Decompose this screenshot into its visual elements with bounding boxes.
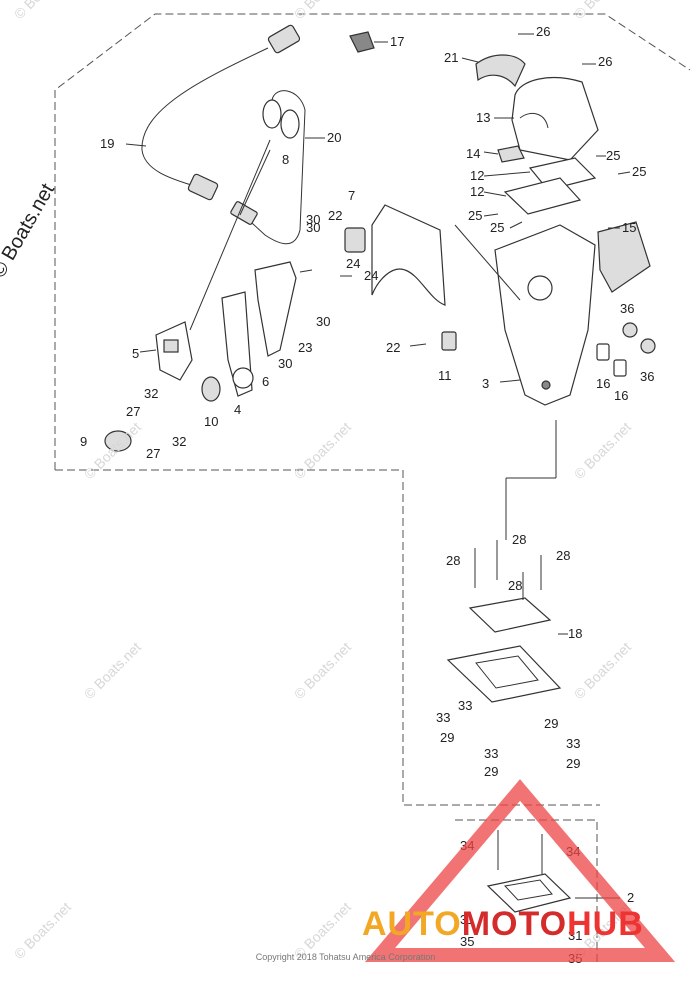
callout-18: 18 xyxy=(568,626,582,641)
clip-14 xyxy=(497,145,525,163)
harness-19 xyxy=(141,24,301,201)
callout-22: 22 xyxy=(328,208,342,223)
washer-10 xyxy=(201,376,221,402)
callout-28: 28 xyxy=(508,578,522,593)
nut-36b xyxy=(640,338,656,354)
callout-25: 25 xyxy=(468,208,482,223)
callout-20: 20 xyxy=(327,130,341,145)
watermark-tile: © Boats.net xyxy=(291,419,354,482)
gasket-plate xyxy=(371,204,446,306)
callout-35: 35 xyxy=(460,934,474,949)
callout-32: 32 xyxy=(172,434,186,449)
callout-5: 5 xyxy=(132,346,139,361)
watermark-tile: © Boats.net xyxy=(291,639,354,702)
hub-triangle xyxy=(364,779,676,962)
part-7 xyxy=(344,227,366,253)
callout-27: 27 xyxy=(126,404,140,419)
callout-2: 2 xyxy=(627,890,634,905)
callout-28: 28 xyxy=(556,548,570,563)
callout-11: 11 xyxy=(438,368,452,383)
callout-25: 25 xyxy=(606,148,620,163)
callout-6: 6 xyxy=(262,374,269,389)
clip-16b xyxy=(613,359,627,377)
watermark-tile: © Boats.net xyxy=(291,0,354,22)
callout-33: 33 xyxy=(458,698,472,713)
callout-14: 14 xyxy=(466,146,480,161)
callout-17: 17 xyxy=(390,34,404,49)
callout-31: 31 xyxy=(460,912,474,927)
watermark-tile: © Boats.net xyxy=(571,639,634,702)
plate-15 xyxy=(597,221,651,293)
bolts-28 xyxy=(474,540,543,874)
callout-28: 28 xyxy=(446,553,460,568)
grommet-17 xyxy=(349,31,375,53)
leader-lines xyxy=(125,33,631,899)
callout-31: 31 xyxy=(568,928,582,943)
copyright-text: Copyright 2018 Tohatsu America Corporati… xyxy=(255,952,436,962)
callout-16: 16 xyxy=(614,388,628,403)
callout-21: 21 xyxy=(444,50,458,65)
grommet-9 xyxy=(104,430,132,452)
watermark-tile: © Boats.net xyxy=(571,419,634,482)
callout-29: 29 xyxy=(544,716,558,731)
callout-22: 22 xyxy=(386,340,400,355)
callout-24: 24 xyxy=(364,268,378,283)
nut-36a xyxy=(622,322,638,338)
housing-13 xyxy=(511,76,599,161)
callout-28: 28 xyxy=(512,532,526,547)
part-11 xyxy=(441,331,457,351)
cover-21 xyxy=(475,54,526,88)
callout-32: 32 xyxy=(144,386,158,401)
callout-3: 3 xyxy=(482,376,489,391)
callout-16: 16 xyxy=(596,376,610,391)
logo-part-auto: AUTO xyxy=(362,905,462,943)
callout-9: 9 xyxy=(80,434,87,449)
callout-7: 7 xyxy=(348,188,355,203)
gasket-plate-lower xyxy=(446,645,562,703)
callout-13: 13 xyxy=(476,110,490,125)
watermark-tile: © Boats.net xyxy=(81,639,144,702)
callout-30: 30 xyxy=(306,212,320,227)
logo-part-moto: MOTO xyxy=(461,905,568,943)
callout-29: 29 xyxy=(440,730,454,745)
callout-26: 26 xyxy=(536,24,550,39)
callout-8: 8 xyxy=(282,152,289,167)
body-3 xyxy=(494,224,596,406)
callout-30: 30 xyxy=(278,356,292,371)
gasket-18 xyxy=(468,597,552,633)
callout-27: 27 xyxy=(146,446,160,461)
callout-24: 24 xyxy=(346,256,360,271)
callout-36: 36 xyxy=(640,369,654,384)
watermark-tile: © Boats.net xyxy=(11,0,74,22)
watermark-tile: © Boats.net xyxy=(571,0,634,22)
callout-29: 29 xyxy=(484,764,498,779)
callout-26: 26 xyxy=(598,54,612,69)
callout-33: 33 xyxy=(484,746,498,761)
callout-30: 30 xyxy=(316,314,330,329)
clip-16a xyxy=(596,343,610,361)
callout-15: 15 xyxy=(622,220,636,235)
automotohub-logo: AUTOMOTOHUB xyxy=(362,905,644,944)
logo-part-hub: HUB xyxy=(567,905,644,943)
callout-23: 23 xyxy=(298,340,312,355)
callout-36: 36 xyxy=(620,301,634,316)
callout-29: 29 xyxy=(566,756,580,771)
plate-12b xyxy=(503,177,582,215)
watermark-tile: © Boats.net xyxy=(81,419,144,482)
callout-10: 10 xyxy=(204,414,218,429)
callout-12: 12 xyxy=(470,168,484,183)
callout-30: 30 xyxy=(306,220,320,235)
callout-19: 19 xyxy=(100,136,114,151)
callout-25: 25 xyxy=(632,164,646,179)
lever-6 xyxy=(254,261,297,357)
harness-20 xyxy=(230,90,306,245)
bracket-2 xyxy=(486,873,572,913)
callout-4: 4 xyxy=(234,402,241,417)
callout-12: 12 xyxy=(470,184,484,199)
callout-33: 33 xyxy=(566,736,580,751)
callout-33: 33 xyxy=(436,710,450,725)
callout-25: 25 xyxy=(490,220,504,235)
